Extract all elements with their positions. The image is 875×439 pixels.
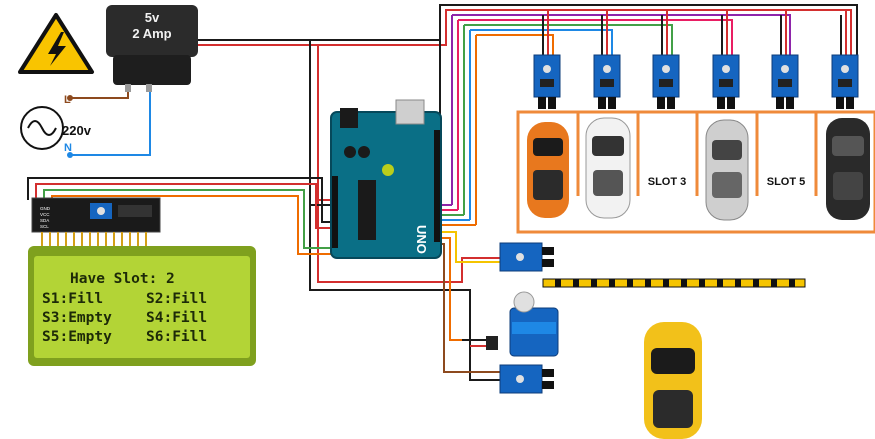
i2c-pin-gnd: GND [40,206,51,211]
entry-ir-sensor [499,242,554,272]
high-voltage-warning-icon [18,13,94,74]
lcd-row2-left: S3:Empty [42,310,112,326]
lcd-row3-right: S6:Fill [146,329,207,345]
wiring [27,4,858,381]
adapter-current: 2 Amp [132,26,171,41]
car-slot4 [705,119,749,221]
lcd-line1: Have Slot: 2 [70,271,175,287]
i2c-pin-sda: SDA [40,218,49,223]
power-adapter: 5v 2 Amp [106,5,198,92]
arduino-board: UNO [330,99,442,259]
sine-wave-icon [27,120,57,136]
i2c-pin-scl: SCL [40,224,49,229]
lcd-row3-left: S5:Empty [42,329,112,345]
arduino-model-label: UNO [414,225,429,254]
i2c-pin-vcc: VCC [40,212,50,217]
lcd-row2-right: S4:Fill [146,310,207,326]
adapter-voltage: 5v [145,10,160,25]
ir-sensor-slot5 [771,54,799,109]
car-slot6 [826,118,870,220]
ir-sensor-slot3 [652,54,680,109]
ir-sensor-slot1 [533,54,561,109]
parking-lot: SLOT 3 SLOT 5 [516,110,875,234]
ir-sensor-slot2 [593,54,621,109]
slot5-label: SLOT 5 [767,176,806,188]
arriving-car [644,322,702,439]
ac-source: 220v L N [20,94,92,158]
exit-ir-sensor [499,364,554,394]
lcd-display: Have Slot: 2 S1:Fill S2:Fill S3:Empty S4… [28,246,256,366]
i2c-module: GND VCC SDA SCL [31,197,161,246]
mains-voltage: 220v [62,123,92,138]
servo-motor [486,291,559,357]
car-slot2 [585,117,631,219]
microcontroller-chip [358,180,376,240]
usb-port [395,99,425,125]
ir-sensor-row [533,54,859,109]
live-label: L [64,94,71,106]
neutral-label: N [64,142,72,154]
lcd-row1-right: S2:Fill [146,291,207,307]
power-jack [340,108,358,128]
slot3-label: SLOT 3 [648,176,687,188]
gate-barrier [542,278,806,288]
ir-sensor-slot6 [831,54,859,109]
lcd-row1-left: S1:Fill [42,291,103,307]
ir-sensor-slot4 [712,54,740,109]
car-slot1 [527,122,569,218]
